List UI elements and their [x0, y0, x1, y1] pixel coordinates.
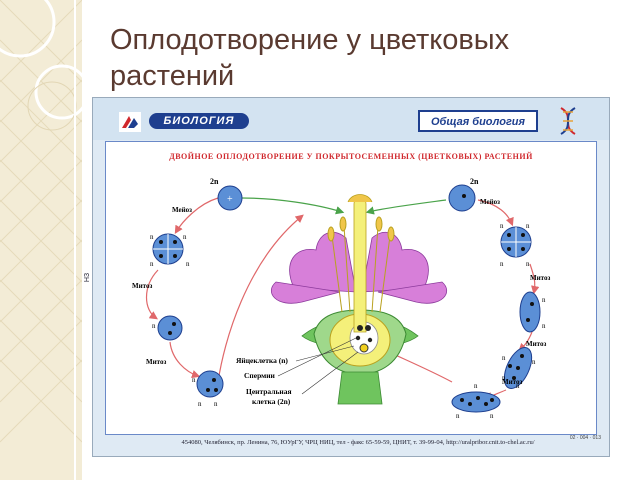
- diagram-panel: ДВОЙНОЕ ОПЛОДОТВОРЕНИЕ У ПОКРЫТОСЕМЕННЫХ…: [105, 141, 597, 435]
- right-cell-mitosis-1: [519, 291, 541, 333]
- label-n: n: [192, 376, 196, 384]
- label-right-mitosis-1: Митоз: [530, 274, 550, 282]
- label-right-mitosis-2: Митоз: [526, 340, 546, 348]
- flower-illustration: [270, 194, 448, 405]
- label-n: n: [150, 233, 154, 241]
- svg-text:+: +: [227, 194, 233, 205]
- left-cell-2n: +: [217, 185, 243, 211]
- label-n: n: [542, 322, 546, 330]
- fertilization-diagram: +: [132, 177, 550, 420]
- brand-name: БИОЛОГИЯ: [149, 113, 249, 129]
- label-left-2n: 2n: [210, 177, 219, 186]
- dna-icon: [560, 107, 576, 135]
- label-n: n: [474, 382, 478, 390]
- right-cell-meiosis: [500, 226, 532, 258]
- slide-decoration: [0, 0, 82, 480]
- poster-header: БИОЛОГИЯ Общая биология: [93, 98, 609, 140]
- left-cycle-arrows: [145, 197, 304, 383]
- pollination-arrows: [241, 197, 447, 215]
- section-label: Общая биология: [418, 110, 538, 132]
- label-n: n: [186, 260, 190, 268]
- label-central-cell-line2: клетка (2n): [252, 397, 291, 406]
- label-n: n: [500, 222, 504, 230]
- label-n: n: [214, 400, 218, 408]
- right-cell-mitosis-2: [503, 347, 533, 389]
- label-right-2n: 2n: [470, 177, 479, 186]
- slide-title: Оплодотворение у цветковых растений: [110, 24, 510, 92]
- label-right-meiosis: Мейоз: [480, 198, 500, 206]
- label-left-mitosis-2: Митоз: [146, 358, 166, 366]
- label-n: n: [152, 322, 156, 330]
- right-cell-mitosis-3: [451, 391, 501, 413]
- poster-code: 02 · 004 · 013: [569, 435, 601, 441]
- diagram-title: ДВОЙНОЕ ОПЛОДОТВОРЕНИЕ У ПОКРЫТОСЕМЕННЫХ…: [169, 152, 533, 161]
- label-left-meiosis: Мейоз: [172, 206, 192, 214]
- label-n: n: [150, 260, 154, 268]
- label-right-mitosis-3: Митоз: [502, 378, 522, 386]
- label-n: n: [526, 260, 530, 268]
- label-n: n: [526, 222, 530, 230]
- right-cell-2n: [448, 184, 476, 212]
- label-n: n: [532, 358, 536, 366]
- left-cell-mitosis-1: [157, 315, 183, 341]
- brand-logo-icon: [119, 112, 141, 132]
- label-n: n: [502, 354, 506, 362]
- label-pointers: [277, 337, 359, 395]
- label-n: n: [502, 374, 506, 382]
- label-n: n: [456, 412, 460, 420]
- label-egg-cell: Яйцеклетка (n): [236, 356, 288, 365]
- label-central-cell-line1: Центральная: [246, 387, 292, 396]
- poster: БИОЛОГИЯ Общая биология НЗ ДВОЙНОЕ ОПЛОД…: [84, 97, 610, 457]
- label-n: n: [516, 382, 520, 390]
- label-n: n: [490, 412, 494, 420]
- left-cell-mitosis-2: [196, 370, 224, 398]
- label-n: n: [542, 296, 546, 304]
- label-n: n: [183, 233, 187, 241]
- side-mark: НЗ: [84, 272, 92, 283]
- poster-footer: 454080, Челябинск, пр. Ленина, 76, ЮУрГУ…: [181, 439, 535, 446]
- label-left-mitosis-1: Митоз: [132, 282, 152, 290]
- label-sperm: Спермии: [244, 371, 276, 380]
- left-cell-meiosis: [152, 233, 184, 265]
- label-n: n: [500, 260, 504, 268]
- label-n: n: [198, 400, 202, 408]
